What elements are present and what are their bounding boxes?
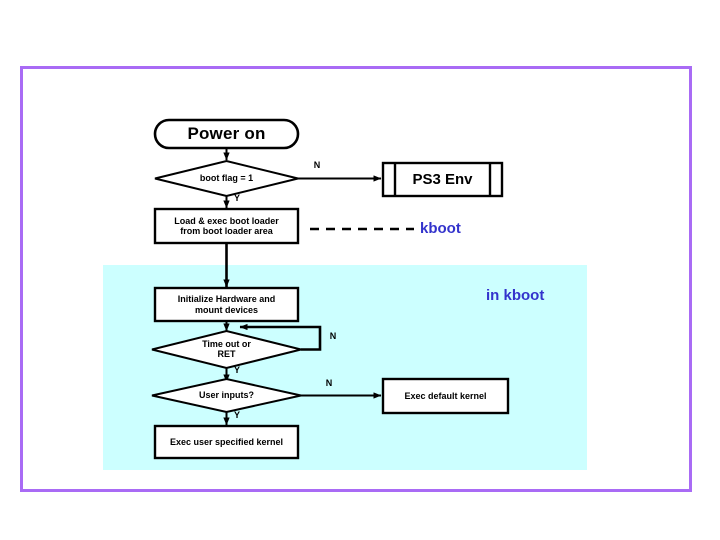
node-power-on-shape [153,118,300,150]
node-init-hardware-shape [153,286,300,323]
node-timeout-ret-shape [151,329,302,370]
edge-timeout-no-loopback [239,323,322,351]
node-user-inputs-shape [151,377,302,414]
node-load-exec-bootloader-shape [153,207,300,245]
node-exec-default-kernel-shape [381,377,510,415]
node-boot-flag-shape [154,159,299,198]
node-ps3-env-shape [381,161,504,198]
slide-border-frame [20,66,692,492]
node-exec-user-kernel-shape [153,424,300,460]
